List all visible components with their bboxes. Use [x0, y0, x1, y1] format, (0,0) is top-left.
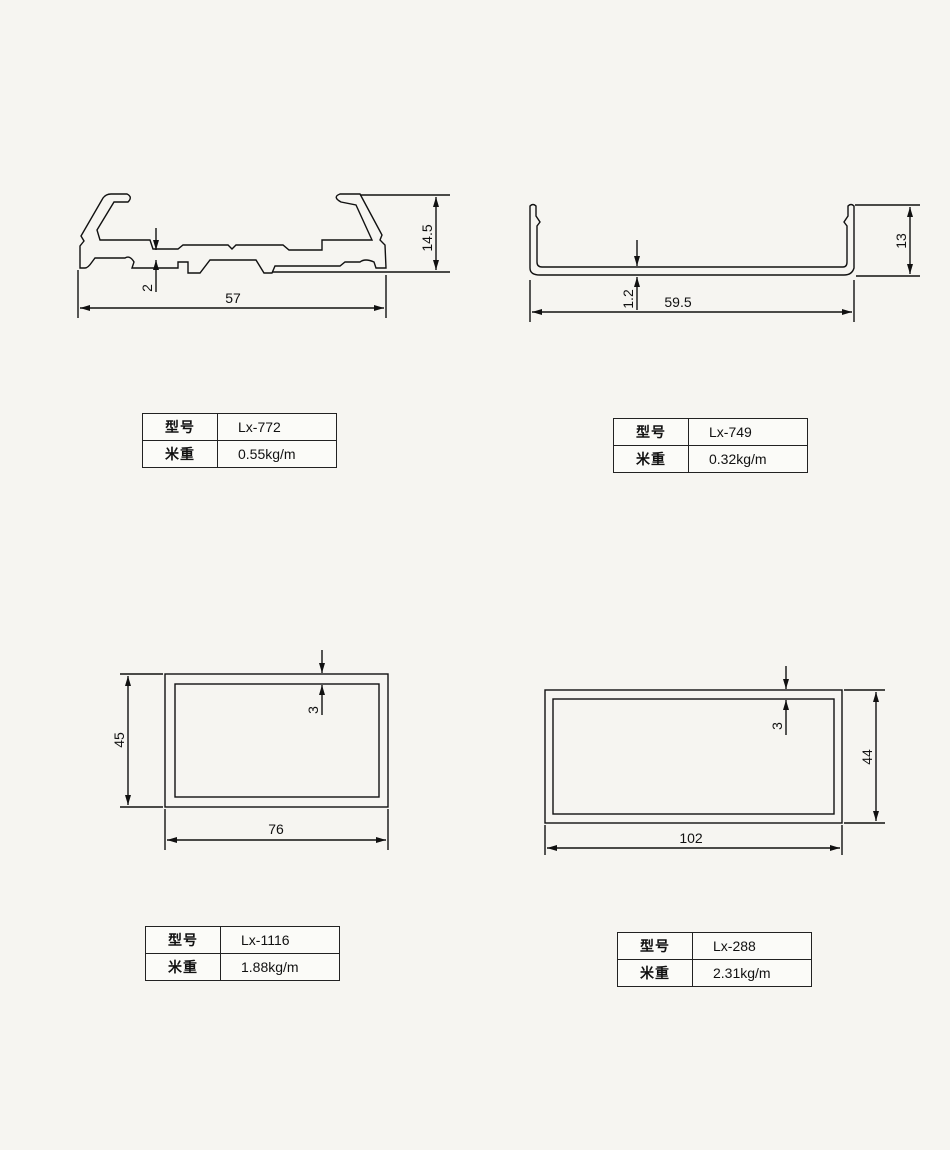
- weight-label: 米重: [617, 959, 693, 987]
- dim-wall: 3: [305, 706, 321, 714]
- model-label: 型号: [613, 418, 689, 446]
- dim-height: 44: [859, 749, 875, 765]
- profile-lx-772-drawing: [77, 193, 450, 318]
- dim-width: 59.5: [664, 294, 691, 310]
- model-value: Lx-749: [688, 418, 808, 446]
- model-label: 型号: [142, 413, 218, 441]
- dim-wall: 1.2: [620, 289, 636, 309]
- weight-label: 米重: [145, 953, 221, 981]
- weight-label: 米重: [613, 445, 689, 473]
- dim-width: 102: [679, 830, 703, 846]
- dim-height: 14.5: [419, 224, 435, 251]
- model-label: 型号: [617, 932, 693, 960]
- dim-wall: 3: [769, 722, 785, 730]
- dim-height: 45: [111, 732, 127, 748]
- profile-lx-749-drawing: [529, 203, 920, 322]
- dim-wall: 2: [139, 284, 155, 292]
- profile-lx-1116-drawing: [120, 650, 389, 850]
- dim-width: 76: [268, 821, 284, 837]
- model-value: Lx-288: [692, 932, 812, 960]
- model-label: 型号: [145, 926, 221, 954]
- profile-lx-288-drawing: [544, 666, 885, 855]
- dim-width: 57: [225, 290, 241, 306]
- weight-value: 0.55kg/m: [217, 440, 337, 468]
- weight-value: 1.88kg/m: [220, 953, 340, 981]
- weight-label: 米重: [142, 440, 218, 468]
- weight-value: 2.31kg/m: [692, 959, 812, 987]
- weight-value: 0.32kg/m: [688, 445, 808, 473]
- dim-height: 13: [893, 233, 909, 249]
- model-value: Lx-772: [217, 413, 337, 441]
- model-value: Lx-1116: [220, 926, 340, 954]
